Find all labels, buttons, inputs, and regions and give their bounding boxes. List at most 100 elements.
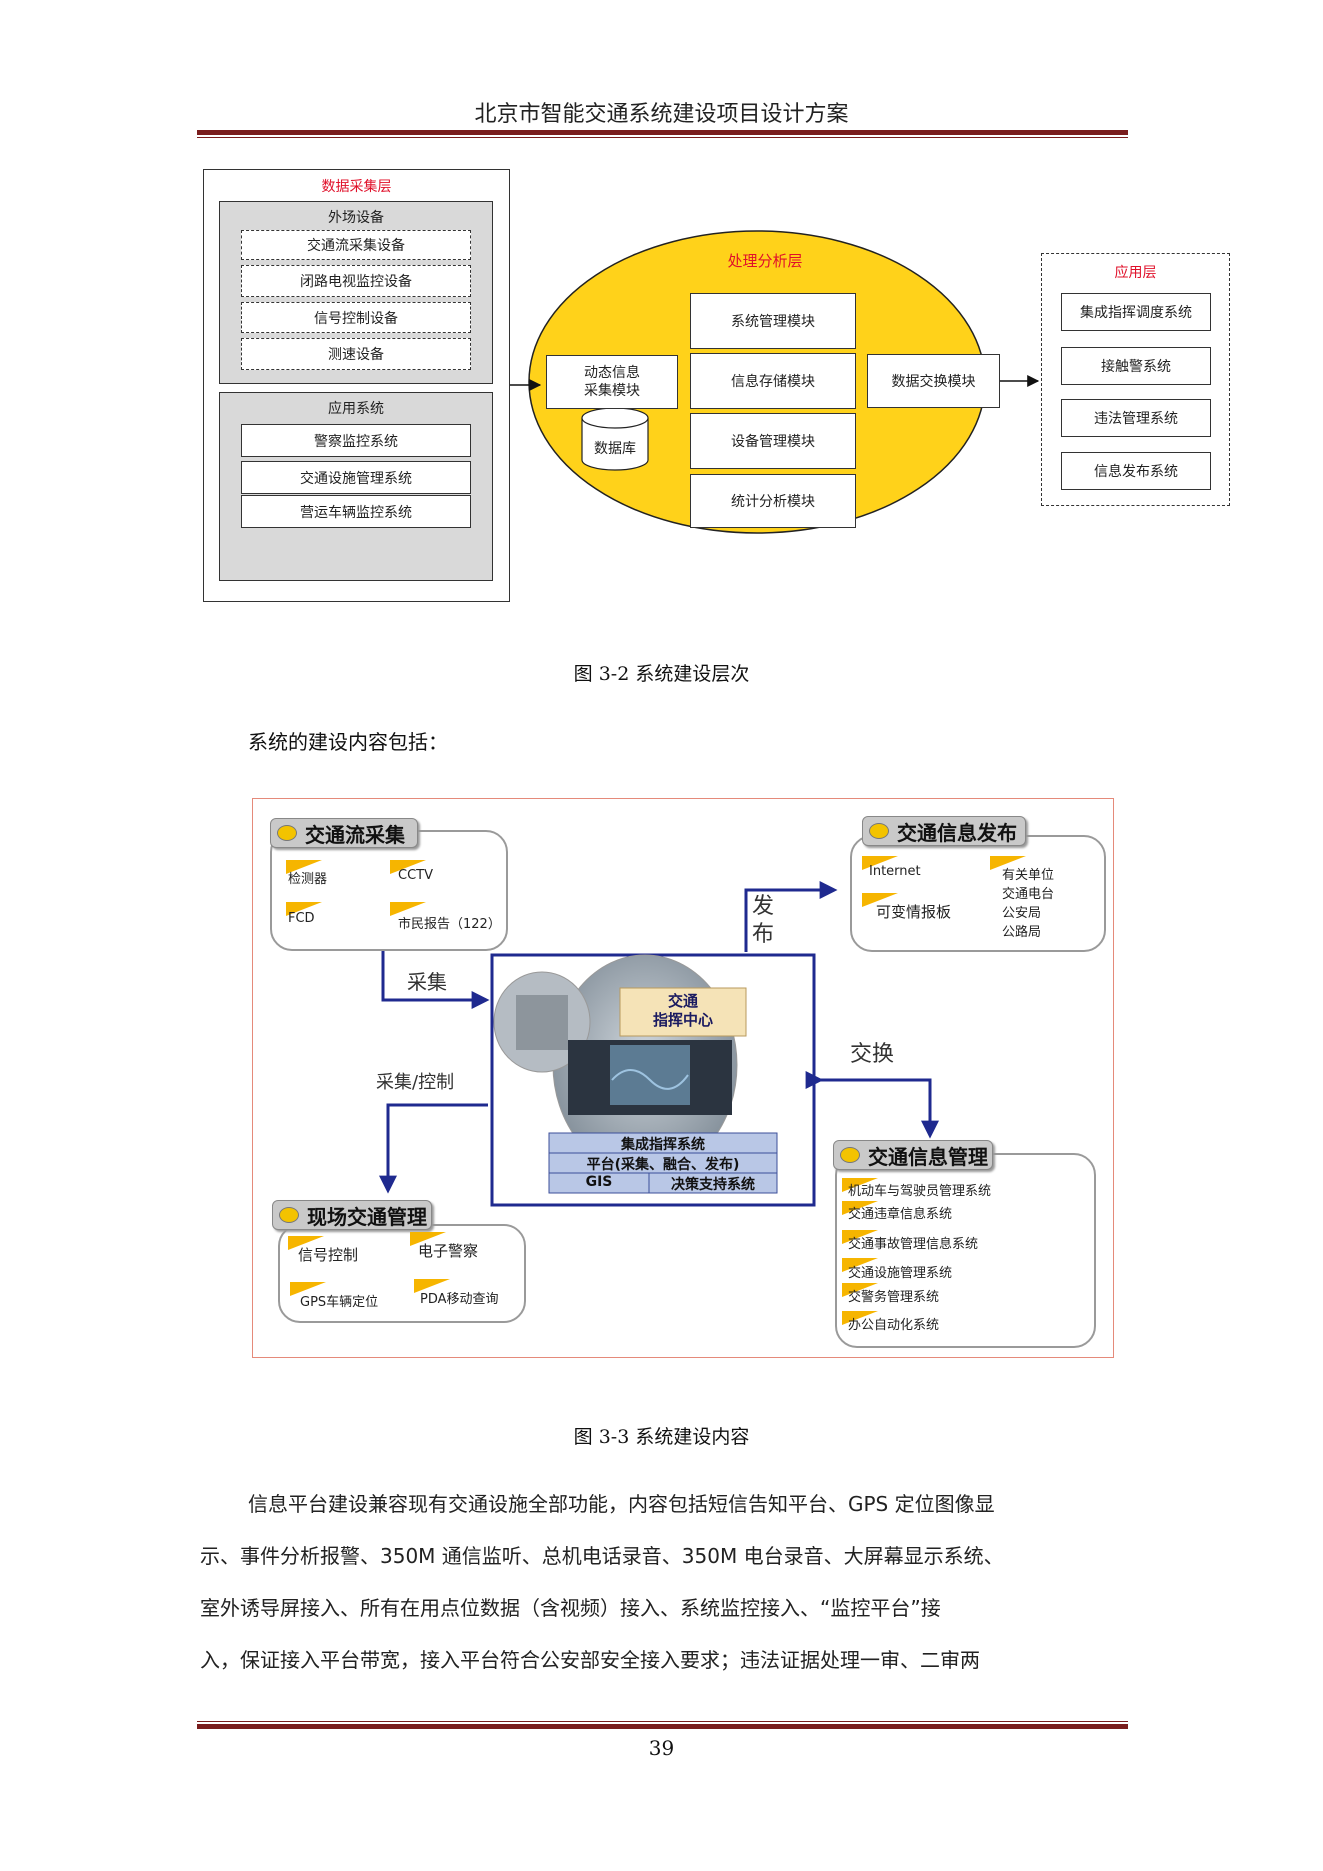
flag-icon	[286, 860, 322, 874]
flag-icon	[286, 902, 322, 916]
page-number: 39	[648, 1736, 675, 1760]
flow-collect-title: 交通流采集	[305, 822, 405, 847]
flag-icon	[414, 1279, 450, 1293]
flag-icon	[842, 1178, 878, 1192]
arrow-exchange	[805, 1071, 939, 1139]
field-item: 信号控制设备	[241, 302, 471, 333]
process-module: 设备管理模块	[690, 413, 856, 469]
header-rule-thin	[197, 137, 1128, 138]
bullet-dot-icon	[277, 825, 297, 841]
flow-collect-box	[270, 830, 508, 951]
data-exchange-module: 数据交换模块	[867, 354, 1000, 408]
arrow-label-exchange: 交换	[850, 1042, 895, 1067]
center-title-box	[619, 987, 747, 1037]
info-mgmt-header: 交通信息管理	[833, 1140, 993, 1170]
process-module: 系统管理模块	[690, 293, 856, 349]
arrow-collect-control	[379, 1103, 488, 1194]
info-mgmt-item: 交通事故管理信息系统	[848, 1237, 979, 1252]
flow-collect-header: 交通流采集	[270, 818, 418, 848]
bullet-dot-icon	[840, 1147, 860, 1163]
center-row-2-label: 平台(采集、融合、发布)	[586, 1157, 740, 1173]
figure-3-3-caption: 图 3-3 系统建设内容	[573, 1426, 750, 1448]
arrow-label-collect-control: 采集/控制	[376, 1072, 455, 1093]
app-item: 警察监控系统	[241, 424, 471, 457]
info-publish-header: 交通信息发布	[862, 816, 1026, 846]
flag-icon	[862, 856, 898, 870]
footer-rule-thin	[197, 1721, 1128, 1722]
field-mgmt-header: 现场交通管理	[272, 1200, 432, 1230]
bullet-dot-icon	[279, 1207, 299, 1223]
center-row-3a-label: GIS	[585, 1174, 613, 1190]
database-label: 数据库	[594, 441, 636, 457]
flag-icon	[842, 1258, 878, 1272]
flow-collect-item: FCD	[288, 911, 315, 926]
info-publish-unit: 公路局	[1002, 925, 1042, 940]
info-publish-item: 有关单位	[1002, 868, 1055, 883]
footer-rule-thick	[197, 1724, 1128, 1729]
app-item: 交通设施管理系统	[241, 461, 471, 494]
flow-collect-item: CCTV	[398, 868, 433, 883]
info-publish-unit: 交通电台	[1002, 887, 1055, 902]
field-mgmt-item: 信号控制	[298, 1246, 359, 1264]
arrow-collect	[381, 950, 490, 1009]
fig33-graphics	[379, 881, 939, 1207]
flag-icon	[410, 1232, 446, 1246]
collect-layer-title: 数据采集层	[321, 179, 392, 195]
app-item: 营运车辆监控系统	[241, 495, 471, 528]
app-layer-item: 集成指挥调度系统	[1061, 293, 1211, 331]
info-mgmt-item: 交通违章信息系统	[848, 1207, 953, 1222]
flag-icon	[288, 1236, 324, 1250]
field-mgmt-item: PDA移动查询	[420, 1292, 499, 1307]
field-mgmt-title: 现场交通管理	[307, 1204, 427, 1229]
process-layer-title: 处理分析层	[727, 252, 803, 270]
app-systems-title: 应用系统	[328, 401, 384, 417]
body-line-2: 示、事件分析报警、350M 通信监听、总机电话录音、350M 电台录音、大屏幕显…	[200, 1544, 1004, 1568]
field-item: 闭路电视监控设备	[241, 265, 471, 297]
flag-icon	[990, 856, 1026, 870]
info-publish-item: Internet	[869, 864, 921, 879]
flag-icon	[842, 1283, 878, 1297]
field-devices-title: 外场设备	[328, 210, 384, 226]
intro-paragraph: 系统的建设内容包括：	[248, 730, 448, 754]
info-mgmt-title: 交通信息管理	[868, 1144, 988, 1169]
process-module: 信息存储模块	[690, 353, 856, 409]
process-module: 统计分析模块	[690, 474, 856, 528]
flag-icon	[842, 1201, 878, 1215]
app-layer-item: 违法管理系统	[1061, 399, 1211, 437]
collect-layer-box: 数据采集层	[203, 169, 510, 602]
flag-icon	[842, 1311, 878, 1325]
app-layer-item: 接触警系统	[1061, 347, 1211, 385]
bullet-dot-icon	[869, 823, 889, 839]
body-line-4: 入，保证接入平台带宽，接入平台符合公安部安全接入要求；违法证据处理一审、二审两	[200, 1648, 980, 1672]
center-title: 交通 指挥中心	[652, 992, 713, 1029]
flag-icon	[390, 860, 426, 874]
info-publish-unit: 公安局	[1002, 906, 1042, 921]
info-publish-item: 可变情报板	[876, 903, 952, 921]
arrow-label-collect: 采集	[407, 970, 447, 994]
dynamic-info-module: 动态信息 采集模块	[546, 355, 678, 409]
app-layer-title: 应用层	[1114, 265, 1157, 281]
app-layer-item: 信息发布系统	[1061, 452, 1211, 490]
flow-collect-item: 市民报告（122）	[398, 917, 501, 932]
arrow-label-publish: 发 布	[752, 894, 775, 947]
server-racks	[516, 995, 568, 1050]
info-publish-title: 交通信息发布	[897, 820, 1017, 845]
flag-icon	[390, 902, 426, 916]
info-mgmt-item: 交警务管理系统	[848, 1290, 940, 1305]
flow-collect-item: 检测器	[288, 872, 328, 887]
running-header: 北京市智能交通系统建设项目设计方案	[474, 102, 849, 127]
field-item: 交通流采集设备	[241, 230, 471, 260]
info-mgmt-item: 交通设施管理系统	[848, 1266, 953, 1281]
body-line-3: 室外诱导屏接入、所有在用点位数据（含视频）接入、系统监控接入、“监控平台”接	[200, 1596, 941, 1620]
figure-3-2-caption: 图 3-2 系统建设层次	[573, 663, 750, 685]
arrow-publish	[744, 881, 838, 952]
info-mgmt-item: 机动车与驾驶员管理系统	[848, 1184, 992, 1199]
flag-icon	[862, 893, 898, 907]
figure-3-3-frame	[252, 798, 1114, 1358]
header-rule-thick	[197, 130, 1128, 135]
info-mgmt-box	[835, 1153, 1096, 1348]
field-item: 测速设备	[241, 338, 471, 370]
database-cylinder-icon	[581, 407, 649, 471]
center-row-1-label: 集成指挥系统	[621, 1137, 705, 1153]
app-layer-box: 应用层	[1041, 253, 1230, 506]
